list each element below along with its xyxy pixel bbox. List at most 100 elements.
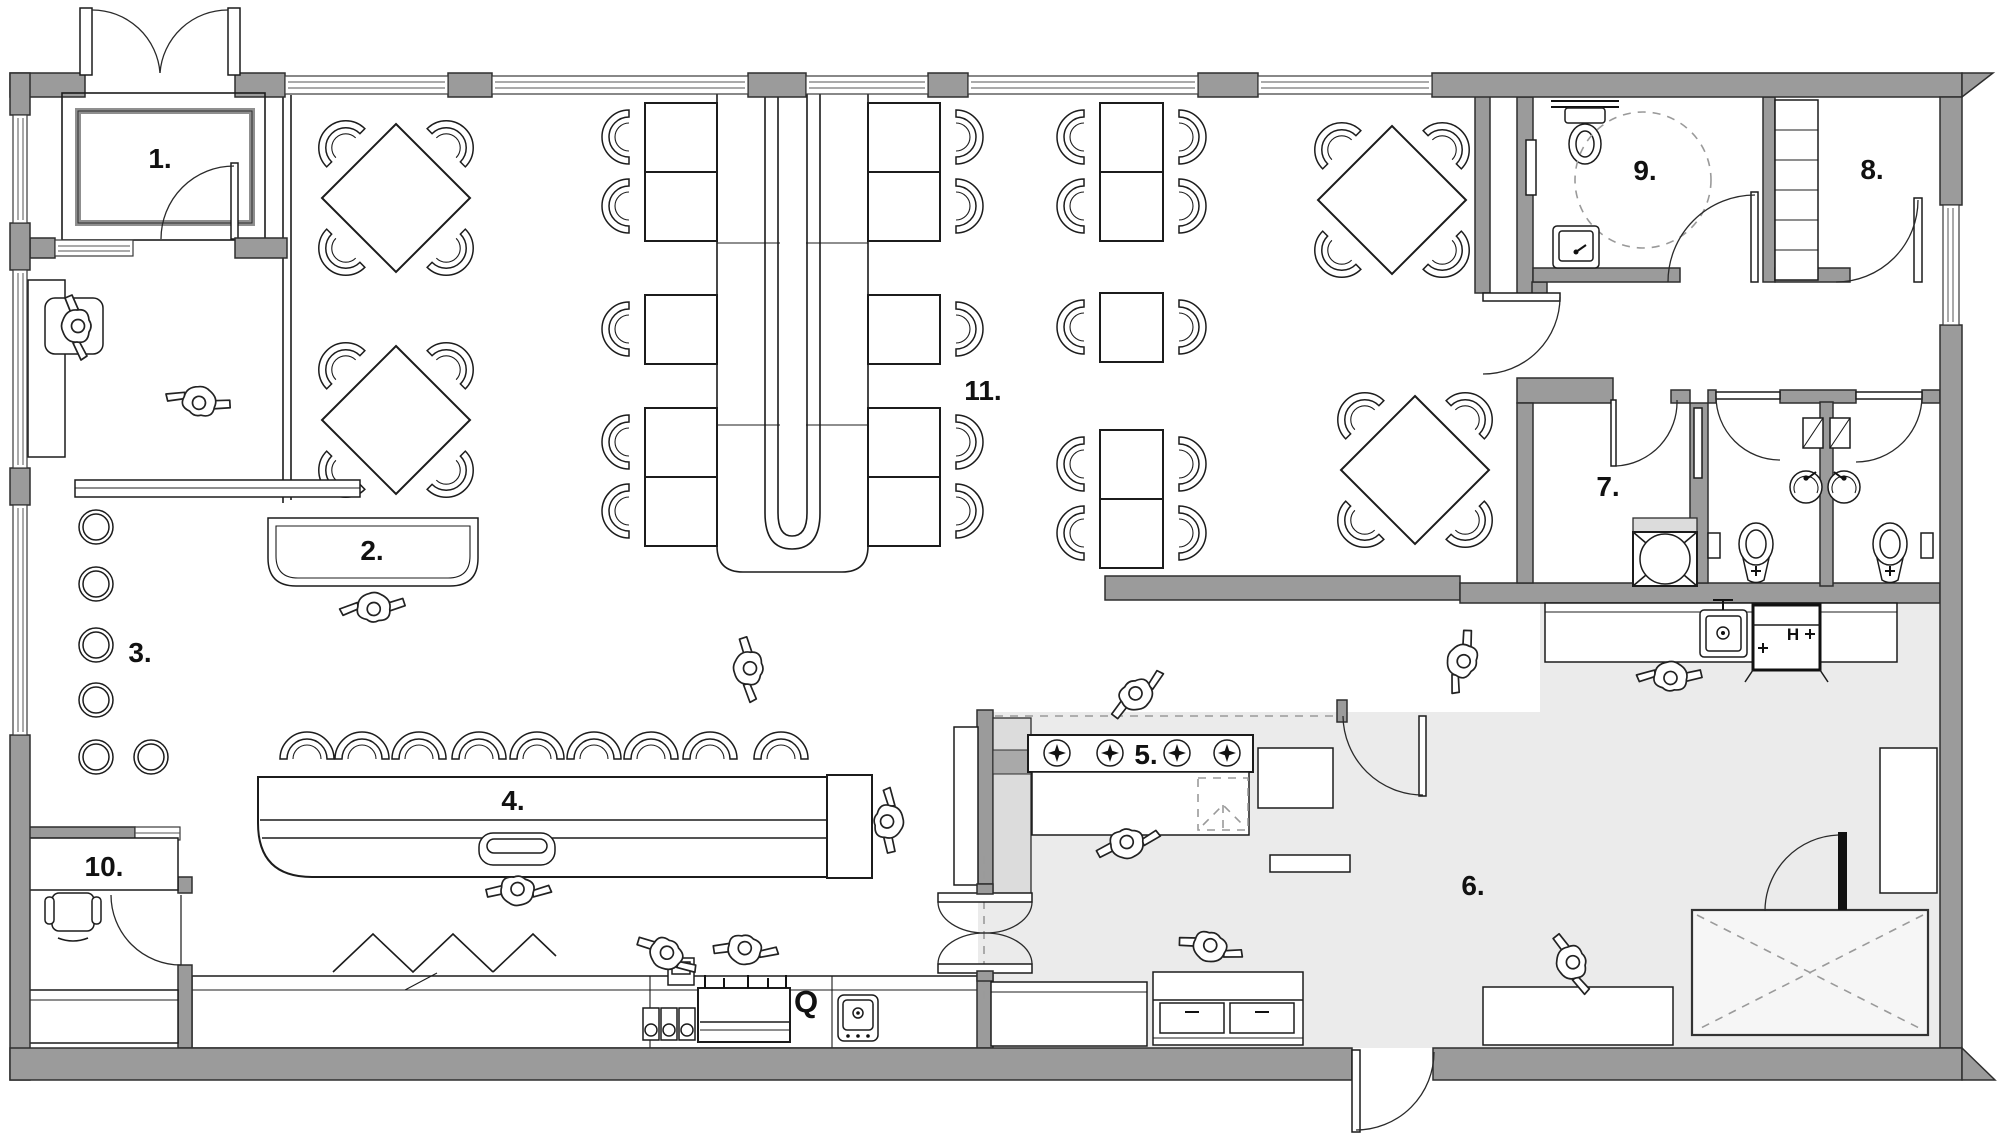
storefront-windows: [284, 75, 1433, 95]
label-window-bar: 3.: [128, 637, 151, 668]
kitchen-cabinet: [992, 717, 1032, 899]
kitchen-counter: [1482, 986, 1674, 1046]
toilet: [1872, 522, 1908, 584]
door-swing: [1342, 715, 1424, 796]
door-leaf: [1715, 391, 1781, 400]
toilet: [1564, 107, 1606, 165]
door-swing: [160, 165, 235, 240]
people: [44, 294, 1705, 1001]
restroom-stalls: [1707, 391, 1934, 584]
espresso-machine: [697, 975, 791, 1043]
label-register: Q: [794, 984, 818, 1019]
prep-table: [1257, 747, 1334, 809]
drawer-unit: [1152, 971, 1304, 1046]
bar-stools: [279, 731, 809, 760]
back-counter: Q: [191, 932, 979, 1049]
door-swing: [1715, 395, 1781, 461]
label-bar: 4.: [501, 785, 524, 816]
door-leaf: [1750, 191, 1759, 283]
window-drink-rail: [74, 479, 361, 498]
walk-in-cooler: [1690, 908, 1930, 1037]
waiter-station: [267, 517, 479, 587]
entrance-double-door: [79, 7, 241, 76]
kitchen: H: [937, 575, 1941, 1049]
vestibule: [29, 92, 288, 259]
dining-table-4top: [1327, 382, 1504, 559]
dumbwaiter: [1632, 531, 1698, 587]
door-swing: [1855, 395, 1923, 463]
door-swing: [1667, 194, 1756, 283]
person-figure: [709, 926, 782, 974]
door-leaf: [1418, 715, 1427, 797]
washbasin: [1789, 470, 1823, 504]
label-kitchen: 6.: [1461, 870, 1484, 901]
accessible-restroom: [1525, 100, 1759, 283]
door-leaf: [1351, 1049, 1361, 1133]
dispenser: [1707, 532, 1721, 559]
back-rooms: [1474, 92, 1941, 587]
door-swing: [1764, 834, 1839, 912]
bar-area: Q: [191, 731, 979, 1049]
dining-table-4top: [1304, 112, 1481, 289]
door-leaf: [1913, 197, 1923, 283]
building-shell: [9, 7, 1997, 1133]
person-figure: [1433, 625, 1490, 699]
pass-counter: [953, 726, 979, 886]
bottle-taps: [642, 1007, 696, 1041]
door-leaf: [1482, 292, 1561, 302]
door-leaf: [230, 162, 239, 240]
label-back-room: 7.: [1596, 471, 1619, 502]
label-office: 10.: [85, 851, 124, 882]
door-leaf: [1855, 391, 1923, 400]
kitchen-counter: [1879, 747, 1938, 894]
dish-counter: H: [1544, 599, 1898, 683]
office: [21, 826, 193, 1049]
toilet: [1738, 522, 1774, 584]
storage-room: [1774, 99, 1923, 283]
right-window: [1942, 204, 1960, 326]
oven-dashed: [1197, 777, 1249, 831]
bar-counter: [257, 774, 873, 879]
door-swing: [1615, 399, 1678, 467]
label-dining: 11.: [964, 375, 1001, 406]
washbasin: [1552, 225, 1600, 269]
office-chair: [44, 892, 102, 942]
label-accessible-wc: 9.: [1633, 155, 1656, 186]
label-range: 5.: [1134, 739, 1157, 770]
door-swing: [110, 894, 182, 966]
door-leaf: [1610, 399, 1617, 467]
person-figure: [337, 588, 407, 626]
room-labels: 1. 2. 3. 4. 5. 6. 7. 8. 9. 10. 11.: [85, 143, 1884, 901]
mirror: [1802, 417, 1851, 449]
person-figure: [729, 635, 767, 705]
label-vestibule: 1.: [148, 143, 171, 174]
glass-rack: [492, 932, 557, 973]
turning-circle: [1574, 111, 1712, 249]
office-credenza: [22, 989, 179, 1044]
dispenser: [1920, 532, 1934, 559]
door-swing: [1482, 296, 1561, 375]
left-windows: [12, 114, 28, 736]
wheelchair-user: [44, 294, 104, 361]
washbasin: [1827, 470, 1861, 504]
wall-shelf: [1269, 854, 1351, 873]
glass-rack: [332, 932, 494, 974]
double-action-door: [937, 856, 1033, 1005]
door-leaf: [1838, 832, 1847, 910]
dishwasher: H: [1744, 603, 1829, 683]
back-room-7: [1610, 399, 1703, 587]
label-storage: 8.: [1860, 154, 1883, 185]
bar-sink: [837, 994, 879, 1042]
label-dishwasher: H: [1787, 625, 1799, 644]
person-figure: [161, 374, 235, 427]
dining-table-4top: [308, 110, 485, 287]
person-figure: [868, 784, 911, 856]
kitchen-counter: [990, 981, 1148, 1047]
label-waiter-station: 2.: [360, 535, 383, 566]
entry-partition: [282, 95, 292, 503]
booth-tables-left: [601, 102, 718, 547]
door-swing: [1355, 1051, 1435, 1131]
two-seat-tables: [1056, 102, 1207, 569]
